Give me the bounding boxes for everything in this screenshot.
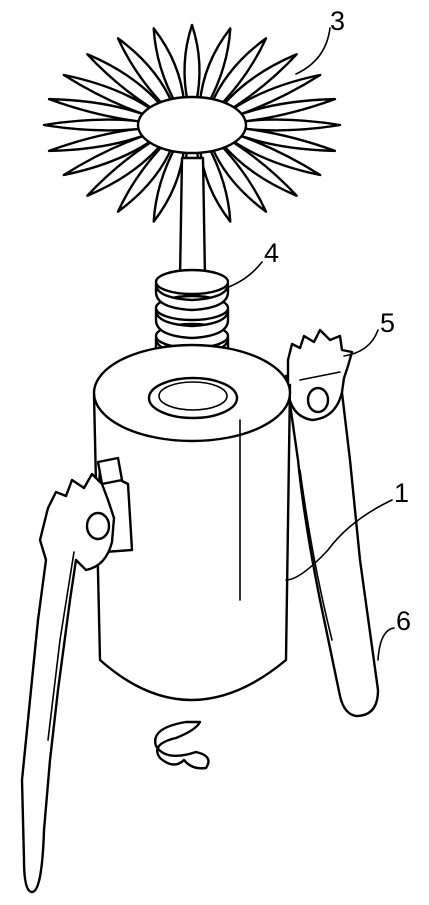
- left-leg: [20, 472, 116, 894]
- label-6: 6: [396, 606, 411, 636]
- leader-lines: [225, 27, 395, 661]
- flower-petal: [227, 132, 322, 177]
- flower-petal: [86, 53, 165, 114]
- flower-petal: [209, 37, 268, 109]
- flower-petal: [227, 73, 322, 118]
- flower-petal: [116, 141, 175, 213]
- flower-petal: [183, 23, 201, 105]
- flower-head: [42, 23, 342, 227]
- corkscrew-tip: [153, 720, 210, 770]
- flower-center: [136, 95, 248, 155]
- right-gear: [286, 328, 354, 422]
- label-1: 1: [394, 478, 409, 508]
- flower-petal: [62, 132, 157, 177]
- flower-petal: [47, 126, 151, 153]
- flower-petal: [86, 136, 165, 197]
- flower-petal: [116, 37, 175, 109]
- flower-petal: [62, 73, 157, 118]
- flower-petal: [42, 118, 149, 132]
- flower-petal: [219, 136, 298, 197]
- label-3: 3: [330, 6, 345, 36]
- flower-stem: [178, 156, 207, 280]
- flower-petal: [219, 53, 298, 114]
- flower-petal: [152, 27, 186, 107]
- flower-petal: [233, 97, 337, 124]
- label-5: 5: [380, 308, 395, 338]
- flower-petal: [198, 27, 232, 107]
- flower-petal: [233, 126, 337, 153]
- flower-petal: [209, 141, 268, 213]
- flower-petal: [198, 143, 232, 223]
- cylinder-body: [92, 343, 292, 702]
- label-4: 4: [264, 238, 279, 268]
- flower-petal: [47, 97, 151, 124]
